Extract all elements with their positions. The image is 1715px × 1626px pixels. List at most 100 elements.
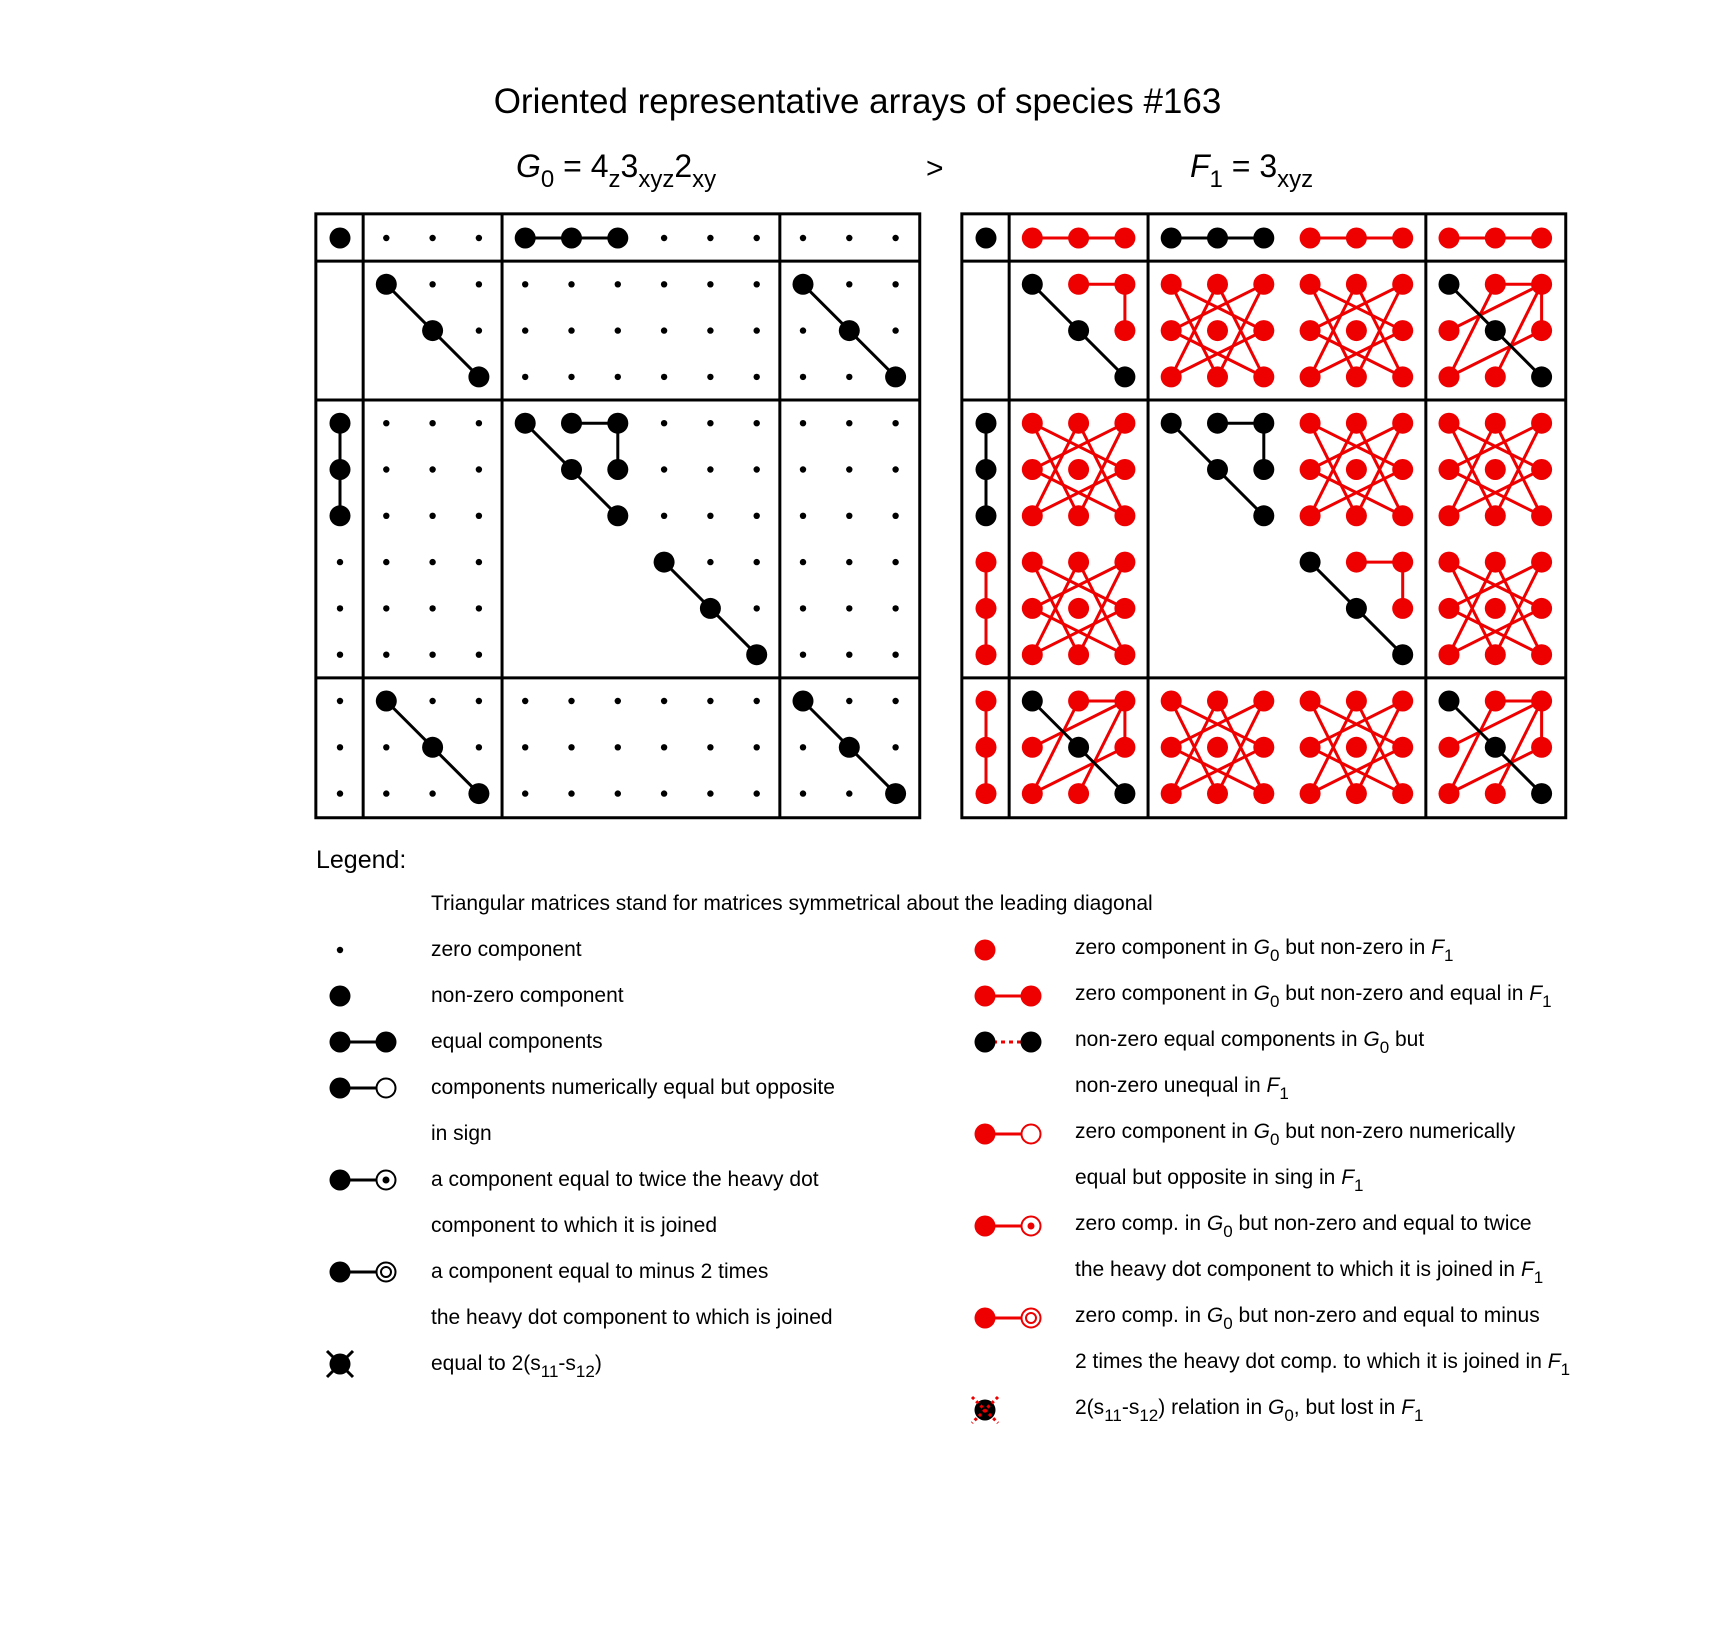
- red-nonzero-dot: [1392, 320, 1414, 342]
- zero-component-dot: [892, 512, 899, 519]
- red-nonzero-dot: [1068, 644, 1090, 666]
- zero-component-dot: [846, 790, 853, 797]
- red-nonzero-dot: [1160, 690, 1182, 712]
- legend-sub: 12: [575, 1362, 595, 1381]
- zero-component-dot: [753, 327, 760, 334]
- legend-text: -s: [1121, 1396, 1140, 1419]
- open-dot-mark: [375, 1077, 397, 1099]
- zero-component-dot: [614, 327, 621, 334]
- inner-ring-mark: [1025, 1312, 1037, 1324]
- nonzero-component-dot: [1021, 690, 1043, 712]
- zero-component-dot: [846, 605, 853, 612]
- zero-component-dot: [475, 281, 483, 288]
- legend-text: 2 times the heavy dot comp. to which it …: [1075, 1350, 1548, 1373]
- legend-sub: 1: [1414, 1406, 1424, 1425]
- red-link-line: [1355, 283, 1405, 378]
- zero-component-dot: [707, 558, 714, 566]
- legend-sub: 1: [1354, 1176, 1364, 1195]
- legend-text: , but lost in: [1293, 1396, 1402, 1419]
- legend-f-symbol: F: [1431, 936, 1445, 959]
- zero-component-dot: [707, 327, 714, 334]
- legend-text: but non-zero in: [1279, 936, 1432, 959]
- red-nonzero-dot: [1021, 227, 1043, 249]
- nonzero-component-dot: [1160, 412, 1182, 434]
- red-link-line: [1447, 561, 1497, 656]
- red-nonzero-dot: [975, 690, 997, 712]
- red-nonzero-dot: [1160, 736, 1182, 758]
- legend-right-item: 2 times the heavy dot comp. to which it …: [1075, 1350, 1570, 1378]
- zero-dot-icon: [336, 946, 344, 954]
- zero-component-dot: [429, 558, 436, 566]
- nonzero-component-dot: [792, 273, 814, 295]
- legend-text: equal components: [431, 1030, 603, 1053]
- nonzero-component-dot: [838, 736, 860, 758]
- zero-component-dot: [892, 744, 899, 751]
- legend-text: equal but opposite in sing in: [1075, 1166, 1342, 1189]
- red-nonzero-dot: [1531, 227, 1553, 249]
- red-nonzero-dot: [1114, 273, 1136, 295]
- formula-f1: F1 = 3xyz: [1190, 148, 1313, 192]
- red-opposite-pair-icon: [974, 1123, 1042, 1145]
- red-nonzero-dot: [1345, 783, 1367, 805]
- zero-component-dot: [660, 790, 668, 797]
- red-nonzero-dot: [1207, 273, 1228, 295]
- red-nonzero-dot: [1392, 597, 1414, 619]
- legend-sub: 1: [1444, 946, 1454, 965]
- zero-component-dot: [383, 420, 390, 427]
- red-nonzero-dot: [1299, 783, 1321, 805]
- nonzero-component-dot: [468, 783, 490, 805]
- nonzero-component-dot: [1114, 783, 1136, 805]
- nonzero-component-dot: [607, 505, 629, 527]
- red-link-line: [1031, 699, 1126, 749]
- zero-component-dot: [846, 512, 853, 519]
- zero-component-dot: [660, 327, 668, 334]
- red-nonzero-dot: [1531, 459, 1553, 480]
- legend-left-item: component to which it is joined: [431, 1214, 717, 1238]
- zero-component-dot: [799, 234, 807, 242]
- zero-component-dot: [383, 466, 390, 473]
- red-nonzero-dot: [1345, 320, 1367, 342]
- legend-sub: 1: [1542, 992, 1552, 1011]
- red-nonzero-dot: [1484, 551, 1506, 573]
- formula-b: 3: [620, 148, 639, 184]
- zero-component-dot: [753, 420, 760, 427]
- zero-component-dot: [475, 605, 483, 612]
- zero-component-dot: [475, 744, 483, 751]
- nonzero-component-dot: [375, 690, 397, 712]
- red-link-line: [1355, 422, 1405, 517]
- legend-text: but non-zero and equal to twice: [1232, 1212, 1532, 1235]
- red-link-line: [1308, 422, 1358, 517]
- legend-text: ): [594, 1352, 602, 1375]
- red-link-line: [1031, 421, 1126, 471]
- legend-left-item: zero component: [431, 938, 582, 962]
- zero-component-dot: [846, 558, 853, 566]
- legend-right-item: non-zero unequal in F1: [1075, 1074, 1289, 1102]
- legend-right-item: zero component in G0 but non-zero in F1: [1075, 936, 1453, 964]
- inner-ring-mark: [380, 1266, 392, 1278]
- zero-component-dot: [614, 373, 621, 381]
- red-nonzero-dot: [1068, 690, 1090, 712]
- red-nonzero-dot: [1392, 366, 1414, 388]
- red-nonzero-dot: [1160, 273, 1182, 295]
- heavy-dot-mark: [974, 1215, 996, 1237]
- zero-component-dot: [846, 651, 853, 658]
- red-nonzero-dot: [1068, 227, 1090, 249]
- nonzero-component-dot: [607, 412, 629, 434]
- legend-f-symbol: F: [1266, 1074, 1280, 1097]
- nonzero-component-dot: [975, 412, 997, 434]
- nonzero-component-dot: [329, 459, 351, 480]
- legend-g-symbol: G: [1253, 936, 1270, 959]
- zero-component-dot: [568, 281, 575, 288]
- zero-component-dot: [475, 327, 483, 334]
- red-nonzero-dot: [1253, 273, 1275, 295]
- red-nonzero-dot: [1160, 783, 1182, 805]
- zero-component-dot: [846, 466, 853, 473]
- red-nonzero-dot: [1253, 366, 1275, 388]
- legend-text: zero component in: [1075, 1120, 1254, 1143]
- nonzero-component-dot: [329, 505, 351, 527]
- zero-component-dot: [336, 697, 344, 705]
- zero-component-dot: [383, 744, 390, 751]
- red-nonzero-dot: [1484, 366, 1506, 388]
- red-nonzero-dot: [1531, 644, 1553, 666]
